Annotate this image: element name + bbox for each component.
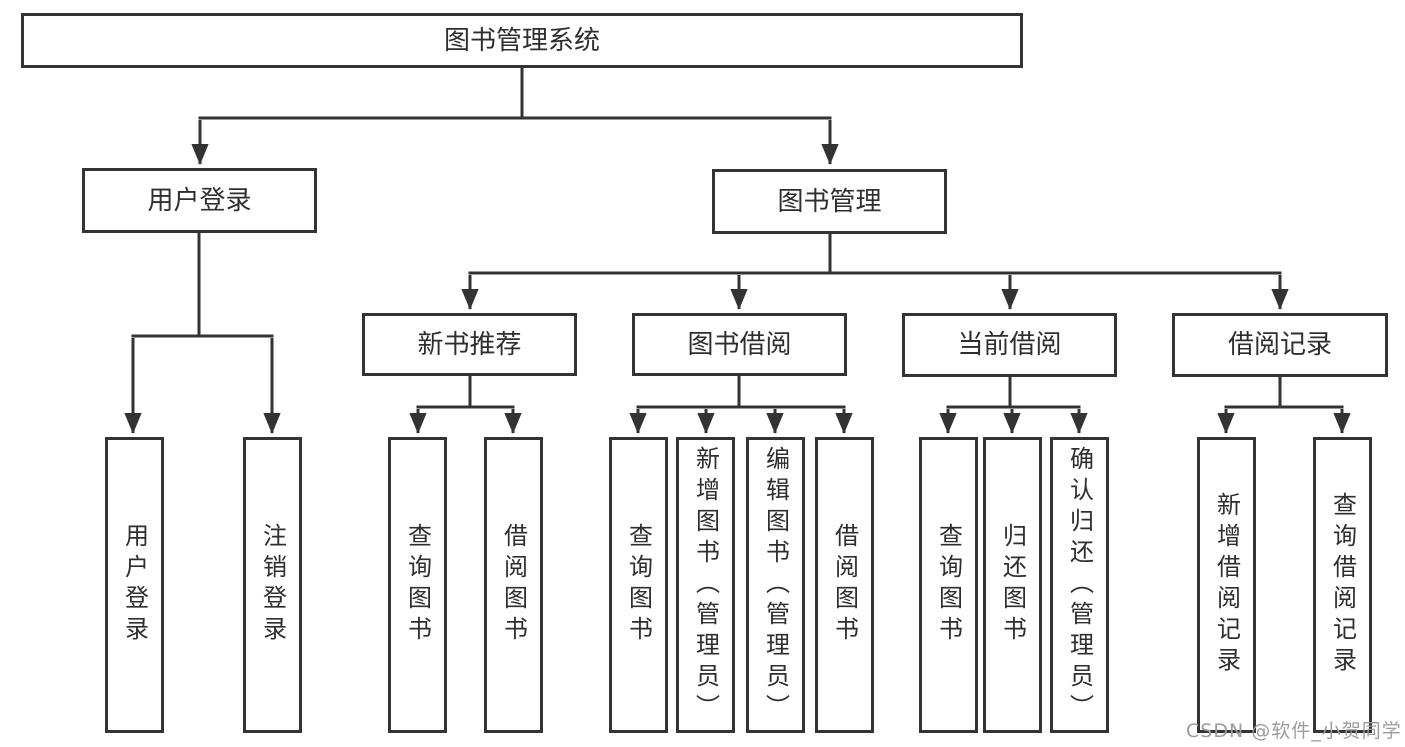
leaf-add-book-admin: 新增图书（管理员） [676,437,735,733]
node-user-login: 用户登录 [82,168,317,233]
node-book-borrow: 图书借阅 [632,313,847,376]
leaf-query-book-new: 查询图书 [388,437,447,733]
leaf-return-book: 归还图书 [983,437,1042,733]
node-current-borrow: 当前借阅 [902,313,1117,377]
leaf-borrow-book-new: 借阅图书 [484,437,543,733]
node-new-book-recommend: 新书推荐 [362,313,577,376]
leaf-add-borrow-record: 新增借阅记录 [1197,437,1256,733]
leaf-edit-book-admin: 编辑图书（管理员） [746,437,805,733]
node-book-management: 图书管理 [712,169,947,234]
leaf-query-book-current: 查询图书 [919,437,978,733]
leaf-logout: 注销登录 [243,437,302,733]
csdn-watermark: CSDN @软件_小贺同学 [1186,720,1402,742]
node-borrow-record: 借阅记录 [1172,313,1388,377]
leaf-query-book-borrow: 查询图书 [609,437,668,733]
leaf-query-borrow-record: 查询借阅记录 [1313,437,1372,733]
node-root-system: 图书管理系统 [21,13,1023,68]
leaf-user-login: 用户登录 [105,437,164,733]
leaf-borrow-book: 借阅图书 [815,437,874,733]
leaf-confirm-return-admin: 确认归还（管理员） [1050,437,1109,733]
